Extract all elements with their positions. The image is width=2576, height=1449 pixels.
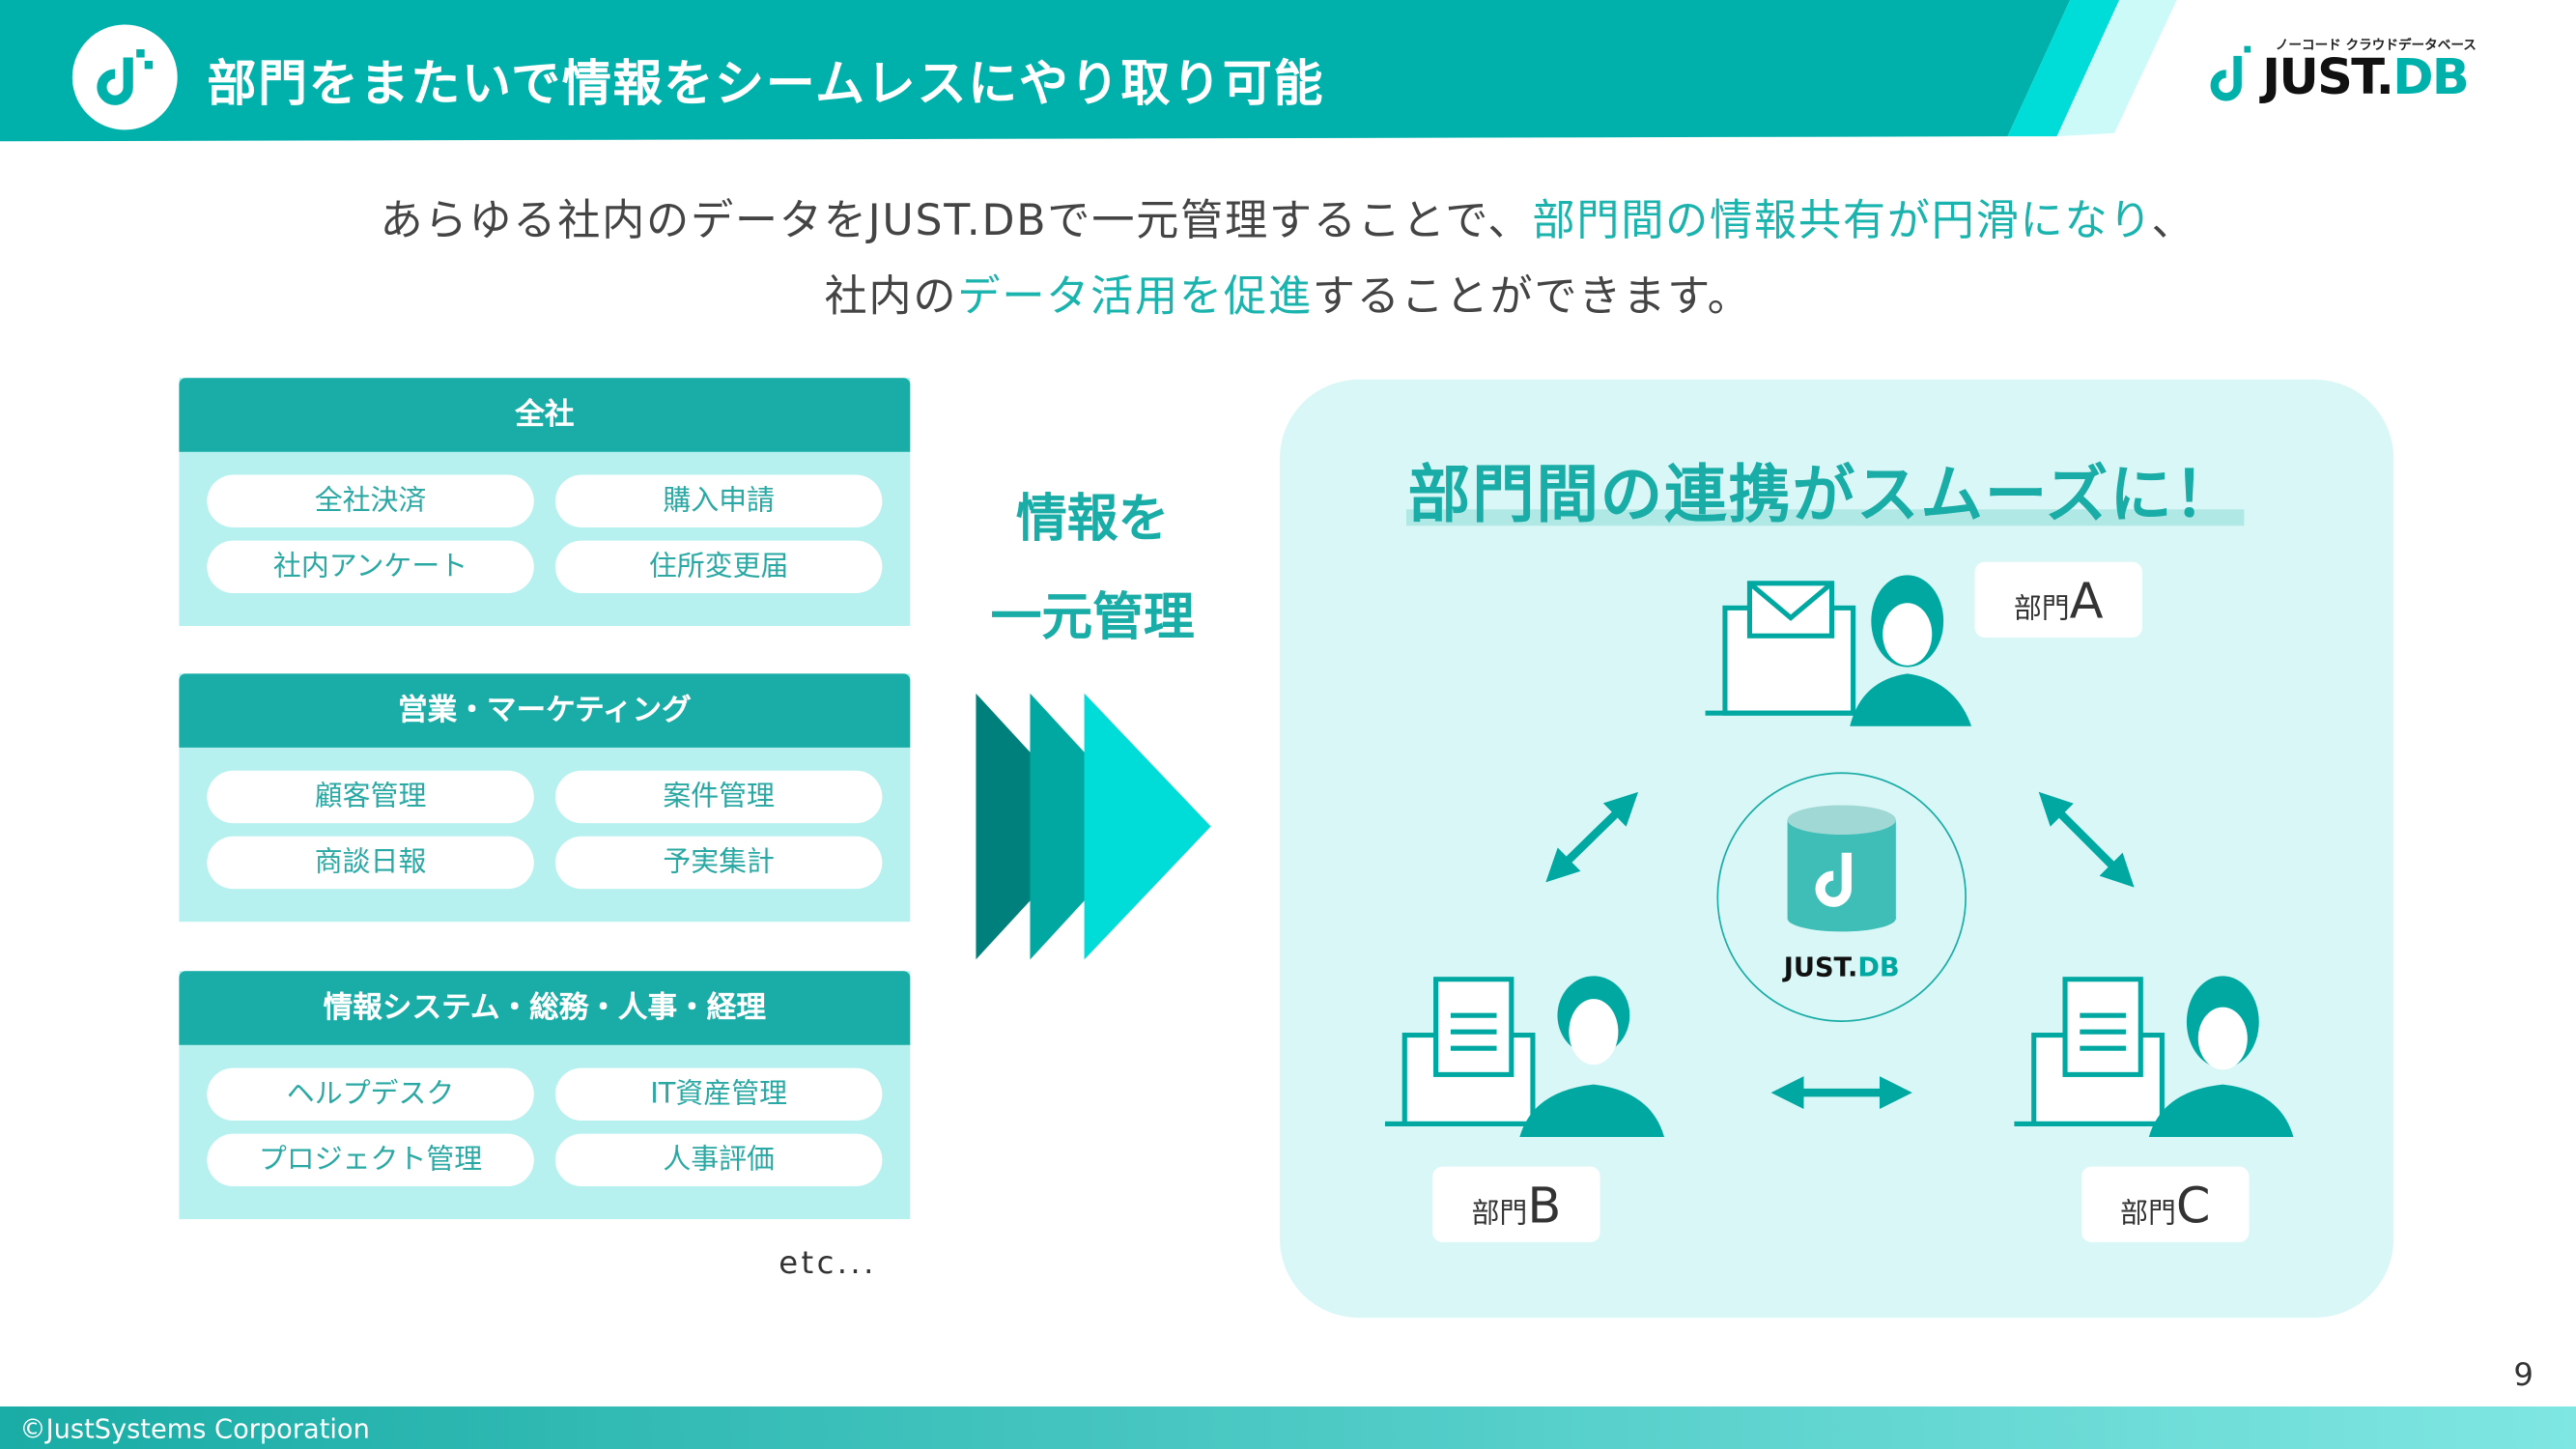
app-chip[interactable]: プロジェクト管理 <box>207 1133 534 1187</box>
panel-title: 部門間の連携がスムーズに！ <box>1407 458 2238 531</box>
middle-label-1: 情報を <box>1016 489 1170 550</box>
app-chip[interactable]: IT資産管理 <box>554 1067 883 1122</box>
department-a-label: 部門A <box>1974 561 2142 638</box>
footer-bar <box>0 1406 2576 1449</box>
group-title: 情報システム・総務・人事・経理 <box>179 971 911 1045</box>
title-underline <box>1405 509 2245 526</box>
brand-name-db: DB <box>2392 49 2470 107</box>
app-chip[interactable]: 案件管理 <box>554 770 883 824</box>
brand-subtitle: ノーコード クラウドデータベース <box>2275 38 2477 53</box>
group-backoffice: 情報システム・総務・人事・経理 ヘルプデスク IT資産管理 プロジェクト管理 人… <box>179 971 911 1220</box>
app-chip[interactable]: 社内アンケート <box>207 540 534 594</box>
department-b-label: 部門B <box>1432 1166 1600 1242</box>
app-chip[interactable]: 商談日報 <box>207 836 534 890</box>
app-chip[interactable]: 顧客管理 <box>207 770 534 824</box>
brand-name: JUST. <box>2262 49 2394 107</box>
bidirectional-arrows-icon <box>1545 791 2135 1110</box>
logo-icon <box>71 24 178 130</box>
department-b-person-icon <box>1384 976 1665 1138</box>
page-number: 9 <box>2513 1356 2534 1394</box>
app-chip[interactable]: 住所変更届 <box>554 540 883 594</box>
database-icon <box>1787 805 1896 932</box>
group-title: 営業・マーケティング <box>179 673 911 748</box>
middle-label-2: 一元管理 <box>990 587 1195 648</box>
chevron-arrows-icon <box>976 693 1211 960</box>
lead-line-2: 社内のデータ活用を促進することができます。 <box>824 272 1752 323</box>
lead-line-1: あらゆる社内のデータをJUST.DBで一元管理することで、部門間の情報共有が円滑… <box>380 197 2196 247</box>
department-a-person-icon <box>1705 575 1972 726</box>
app-chip[interactable]: 予実集計 <box>554 836 883 890</box>
brand-logo: ノーコード クラウドデータベース JUST.DB <box>2210 36 2477 103</box>
department-c-person-icon <box>2014 976 2294 1138</box>
app-chip[interactable]: 購入申請 <box>554 474 883 527</box>
copyright: ©JustSystems Corporation <box>19 1412 370 1445</box>
app-chip[interactable]: 全社決済 <box>207 474 534 527</box>
page-title: 部門をまたいで情報をシームレスにやり取り可能 <box>207 55 1325 114</box>
app-chip[interactable]: ヘルプデスク <box>207 1067 534 1122</box>
department-c-label: 部門C <box>2081 1166 2250 1242</box>
app-chip[interactable]: 人事評価 <box>554 1133 883 1187</box>
group-title: 全社 <box>179 378 911 452</box>
group-sales: 営業・マーケティング 顧客管理 案件管理 商談日報 予実集計 <box>179 673 911 923</box>
header-bar <box>0 0 2177 142</box>
database-circle: JUST.DB <box>1716 772 1967 1022</box>
etc-label: etc... <box>778 1245 877 1282</box>
db-label: JUST. <box>1783 951 1858 983</box>
group-company: 全社 全社決済 購入申請 社内アンケート 住所変更届 <box>179 378 911 627</box>
db-label-db: DB <box>1857 951 1900 983</box>
